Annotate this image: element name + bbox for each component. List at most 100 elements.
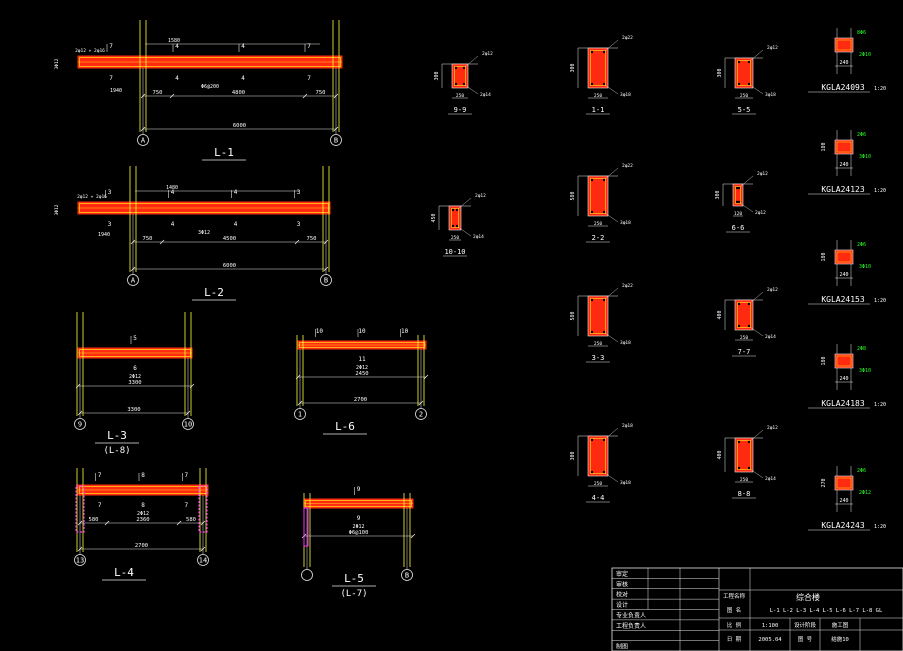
table-cell-label: 图 号 (798, 635, 813, 643)
rebar-note: 2φ12 + 2φ16 (75, 48, 105, 54)
rebar-dot (455, 208, 459, 212)
section-stirrup (454, 66, 466, 86)
beam-subtitle: (L-8) (103, 446, 130, 456)
dim-tick (77, 520, 83, 526)
dim-value: 300 (434, 71, 440, 80)
grid-bubble-label: A (141, 137, 146, 145)
dim-tick (297, 400, 303, 406)
rebar-note: 3φ18 (620, 220, 631, 226)
section-label: 6-6 (732, 224, 745, 232)
grid-bubble (320, 274, 332, 286)
rebar-note: 3Φ12 (54, 204, 60, 215)
section-mark: 10 (316, 328, 324, 335)
section-label: 10-10 (444, 248, 465, 256)
table-cell-label: 设计 (616, 601, 628, 609)
rebar-note: 2φ14 (765, 476, 776, 482)
dim-value: 240 (839, 376, 848, 382)
lintel-bottom-rebar: 2Φ12 (859, 490, 871, 496)
dim-tick (333, 93, 339, 99)
dim-tick (169, 93, 175, 99)
section-mark: 6 (133, 365, 137, 372)
rebar-dot (462, 66, 466, 70)
dim-value: 580 (570, 311, 576, 320)
section-mark: 9 (357, 515, 361, 522)
section-mark: 4 (234, 221, 238, 228)
section-mark: 4 (171, 221, 175, 228)
rebar-dot (590, 178, 594, 182)
section-mark: 4 (241, 75, 245, 82)
section-mark: 3 (108, 221, 112, 228)
rebar-dot (590, 210, 594, 214)
table-cell-label: 比 例 (727, 621, 742, 629)
dim-tick (418, 400, 424, 406)
grid-bubble-label: 1 (298, 411, 302, 419)
dim-value: 240 (839, 498, 848, 504)
table-cell-label: 审核 (616, 580, 628, 588)
lintel-top-rebar: 2Φ6 (857, 468, 866, 474)
wall-hatch (75, 485, 85, 533)
dim-value: 250 (594, 221, 602, 227)
rebar-label: Φ6@200 (201, 84, 219, 90)
rebar-dot (590, 82, 594, 86)
grid-bubble (415, 408, 427, 420)
beam-title: L-6 (335, 420, 355, 433)
section-label: 1-1 (592, 106, 605, 114)
rebar-dot (602, 298, 606, 302)
beam-title: L-4 (114, 566, 134, 579)
rebar-note: 2φ22 (622, 163, 633, 169)
grid-bubble (74, 554, 86, 566)
lintel-bottom-rebar: 3Φ10 (859, 264, 871, 270)
dim-tick (140, 93, 146, 99)
rebar-dot (747, 302, 751, 306)
table-cell-label: 工程名称 (723, 592, 746, 600)
section-mark: 3 (297, 189, 301, 196)
dim-value: 250 (740, 477, 748, 483)
rebar-dot (602, 470, 606, 474)
section-concrete (587, 175, 609, 217)
dim-tick (189, 383, 195, 389)
lintel-stirrup (836, 477, 852, 489)
rebar-note: 3φ18 (765, 92, 776, 98)
stage-value: 施工图 (832, 621, 849, 629)
section-mark: 3 (297, 221, 301, 228)
section-mark: 4 (241, 43, 245, 50)
lintel-label: KGLA24183 (821, 399, 865, 408)
dim-value: 750 (143, 236, 153, 242)
lintel-top-rebar: 2Φ6 (857, 242, 866, 248)
section-mark: 7 (185, 502, 189, 509)
leader (739, 175, 754, 188)
section-concrete (587, 295, 609, 337)
lintel-bottom-rebar: 3Φ10 (859, 154, 871, 160)
grid-bubble-label: 2 (419, 411, 423, 419)
rebar-dot (602, 178, 606, 182)
dim-tick (140, 126, 146, 132)
beam-title: L-5 (344, 572, 364, 585)
section-label: 2-2 (592, 234, 605, 242)
dim-value: 250 (594, 93, 602, 99)
section-mark: 3 (108, 189, 112, 196)
rebar-dot (747, 440, 751, 444)
leader (604, 472, 619, 483)
lintel-bottom-rebar: 2Φ10 (859, 52, 871, 58)
grid-bubble (301, 569, 313, 581)
table-cell-label: 审定 (616, 570, 628, 578)
grid-bubble-label: B (324, 277, 328, 285)
rebar-note: 3φ18 (620, 340, 631, 346)
dim-value: 300 (570, 63, 576, 72)
rebar-note: 2φ12 (767, 425, 778, 431)
lintel-top-rebar: 2Φ8 (857, 346, 866, 352)
dim-tick (200, 520, 206, 526)
wall-hatch (303, 507, 309, 547)
lintel-scale: 1:20 (874, 524, 886, 530)
rebar-note: 2φ22 (622, 35, 633, 41)
section-label: 5-5 (738, 106, 751, 114)
dim-tick (185, 410, 191, 416)
grid-bubble (401, 569, 413, 581)
rebar-dot (590, 438, 594, 442)
rebar-dot (737, 466, 741, 470)
